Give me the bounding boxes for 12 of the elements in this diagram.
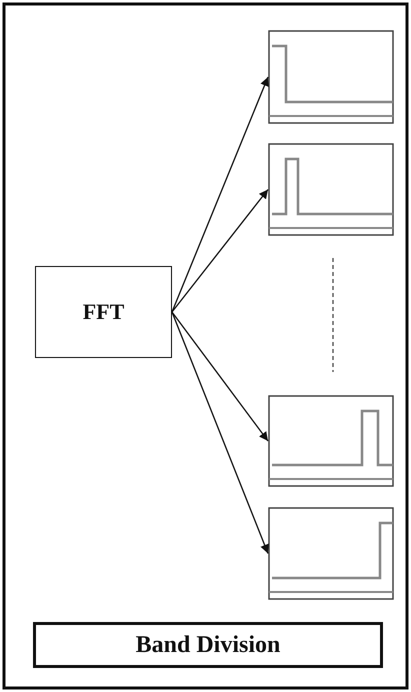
box-label: Band Division <box>136 632 280 658</box>
arrow <box>171 189 269 312</box>
arrow <box>171 312 269 554</box>
process-box <box>35 266 172 358</box>
filter-response-box <box>268 507 394 600</box>
filter-response-box <box>268 143 394 236</box>
filter-response-box <box>268 395 394 487</box>
box-label: FFT <box>82 299 124 325</box>
arrow <box>171 312 269 442</box>
arrow <box>171 76 269 312</box>
title-box <box>33 622 383 668</box>
filter-response-box <box>268 30 394 124</box>
